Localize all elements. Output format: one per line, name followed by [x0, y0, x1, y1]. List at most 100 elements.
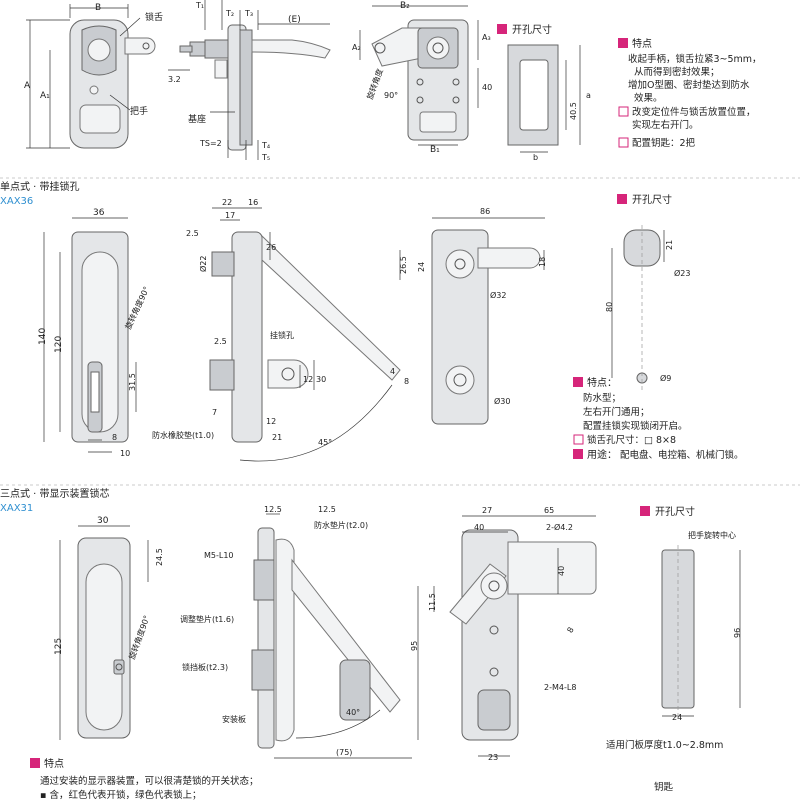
dim2-86: 86	[480, 207, 490, 216]
usage-title: 用途：	[587, 448, 617, 461]
dim2-4: 4	[390, 367, 395, 376]
dim2-25b: 2.5	[214, 337, 227, 346]
feature-3-0: 通过安装的显示器装置，可以很清楚锁的开关状态；	[40, 775, 259, 787]
cutout-title-3: 开孔尺寸	[655, 505, 695, 518]
dim2-17: 17	[225, 211, 235, 220]
pink-square-icon-3	[640, 506, 650, 516]
section2-title: 单点式 · 带挂锁孔	[0, 180, 80, 193]
feature-2-2: 配置挂锁实现锁闭开启。	[583, 420, 688, 432]
section3-back-view: 27 65 40 2-Ø4.2 40 11.5 8 95 2-M4-L8 23	[410, 506, 597, 762]
features-title-3: 特点	[44, 758, 64, 770]
section3-code: XAX31	[0, 503, 33, 514]
dim3-75: (75)	[336, 748, 352, 757]
dim-405: 40.5	[569, 102, 578, 120]
dim-E: (E)	[288, 15, 301, 25]
pink-square-icon	[497, 24, 507, 34]
section3-front-view: 30 24.5 125 旋转角度90°	[54, 516, 164, 740]
dim2-phi30: Ø30	[494, 396, 510, 406]
label3-stop: 锁挡板(t2.3)	[182, 662, 228, 672]
feature-1-3: 效果。	[634, 92, 663, 104]
section2-side-view: 22 16 17 2.5 Ø22 26 2.5 挂锁孔 12 30 7 12 2…	[152, 198, 409, 462]
dim3-27: 27	[482, 506, 492, 515]
dim3-40deg: 40°	[346, 708, 360, 717]
dim3-40b: 40	[557, 566, 566, 576]
dim2-7: 7	[212, 408, 217, 417]
feature-2-0: 防水型；	[583, 392, 621, 404]
dim-A3: A₃	[482, 33, 491, 42]
dim2-265: 26.5	[399, 256, 408, 274]
dim3-phi42: 2-Ø4.2	[546, 522, 573, 532]
dim-b: b	[533, 153, 538, 162]
feature-icon-2	[573, 377, 583, 387]
section3-features: 特点 通过安装的显示器装置，可以很清楚锁的开关状态； ▪ 含，红色代表开锁，绿色…	[30, 758, 674, 800]
dim3-125b: 12.5	[318, 505, 336, 514]
dim2-80: 80	[605, 302, 614, 312]
section2-features: 特点： 防水型； 左右开门通用； 配置挂锁实现锁闭开启。 锁舌孔尺寸：□ 8×8…	[573, 377, 744, 461]
dim2-120: 120	[54, 336, 64, 353]
dim2-140: 140	[38, 328, 48, 345]
section2-back-view: 86 26.5 24 18 Ø32 Ø30	[399, 207, 547, 425]
dim2-26: 26	[266, 243, 276, 252]
usage-icon	[573, 449, 583, 459]
section1-back-view: B₂ B₁ A₂ A₃ 40 旋转角度 90°	[352, 1, 492, 155]
feature-icon-3	[30, 758, 40, 768]
label-90-1: 90°	[384, 91, 398, 100]
dim2-phi9: Ø9	[660, 373, 671, 383]
dim-B: B	[95, 3, 101, 13]
section2-code: XAX36	[0, 196, 33, 207]
dim2-phi23: Ø23	[674, 268, 690, 278]
dim-a: a	[586, 91, 591, 100]
dim-B1: B₁	[430, 145, 440, 155]
label-base: 基座	[188, 113, 206, 125]
dim-T5: T₅	[261, 153, 270, 162]
dim3-m4: 2-M4-L8	[544, 683, 576, 692]
section2-front-view: 36 140 120 31.5 8 10 旋转角度90°	[38, 208, 151, 458]
dim3-125a: 12.5	[264, 505, 282, 514]
section3-side-view: 12.5 12.5 防水垫片(t2.0) M5-L10 调整垫片(t1.6) 锁…	[180, 505, 412, 759]
feature-1-0: 收起手柄，锁舌拉紧3~5mm，	[628, 53, 762, 65]
feature-2-1: 左右开门通用；	[583, 406, 650, 418]
dim-A2: A₂	[352, 43, 361, 52]
dim2-12a: 12	[303, 375, 313, 384]
dim2-12b: 12	[266, 417, 276, 426]
note-2: 锁舌孔尺寸：□ 8×8	[587, 434, 676, 446]
dim3-245: 24.5	[155, 548, 164, 566]
dim-B2: B₂	[400, 1, 410, 11]
dim2-30: 30	[316, 375, 326, 384]
dim2-22: 22	[222, 198, 232, 207]
dim2-45: 45°	[318, 438, 332, 447]
note-icon	[618, 106, 629, 117]
dim2-phi32: Ø32	[490, 290, 506, 300]
section1-features: 特点 收起手柄，锁舌拉紧3~5mm， 从而得到密封效果； 增加O型圈、密封垫达到…	[618, 38, 762, 149]
note-icon-2	[618, 137, 629, 148]
label-tongue: 锁舌	[145, 11, 163, 23]
dim2-10: 10	[120, 449, 130, 458]
pink-square-icon-2	[617, 194, 627, 204]
dim2-18: 18	[538, 257, 547, 267]
section2-cutout: 开孔尺寸 80 21 Ø23 Ø9	[605, 193, 690, 390]
dim3-30: 30	[97, 516, 109, 526]
note1b: 实现左右开门。	[632, 119, 699, 131]
door-note: 适用门板厚度t1.0~2.8mm	[606, 739, 723, 751]
dim3-65: 65	[544, 506, 554, 515]
section1-cutout: 开孔尺寸 a 40.5 b	[497, 23, 591, 162]
key-label: 钥匙	[654, 781, 674, 793]
dim-32: 3.2	[168, 75, 181, 84]
dim3-115: 11.5	[428, 593, 437, 611]
feature-1-1: 从而得到密封效果；	[634, 66, 720, 78]
section3-title: 三点式 · 带显示装置锁芯	[0, 487, 110, 500]
note2: 配置钥匙：2把	[632, 137, 696, 149]
features-title-1: 特点	[632, 38, 652, 50]
note1: 改变定位件与锁舌放置位置，	[632, 106, 756, 118]
dim-T3: T₃	[244, 9, 253, 18]
dim2-25a: 2.5	[186, 229, 199, 238]
dim2-16: 16	[248, 198, 258, 207]
feature-3-1: ▪ 含，红色代表开锁，绿色代表锁上；	[40, 789, 201, 800]
feature-icon	[618, 38, 628, 48]
label3-center: 把手旋转中心	[688, 530, 736, 540]
usage-text: 配电盘、电控箱、机械门锁。	[620, 449, 744, 461]
section3-cutout: 开孔尺寸 把手旋转中心 96 24 适用门板厚度t1.0~2.8mm	[606, 505, 742, 751]
dim3-8: 8	[565, 626, 575, 635]
dim2-36: 36	[93, 208, 105, 218]
